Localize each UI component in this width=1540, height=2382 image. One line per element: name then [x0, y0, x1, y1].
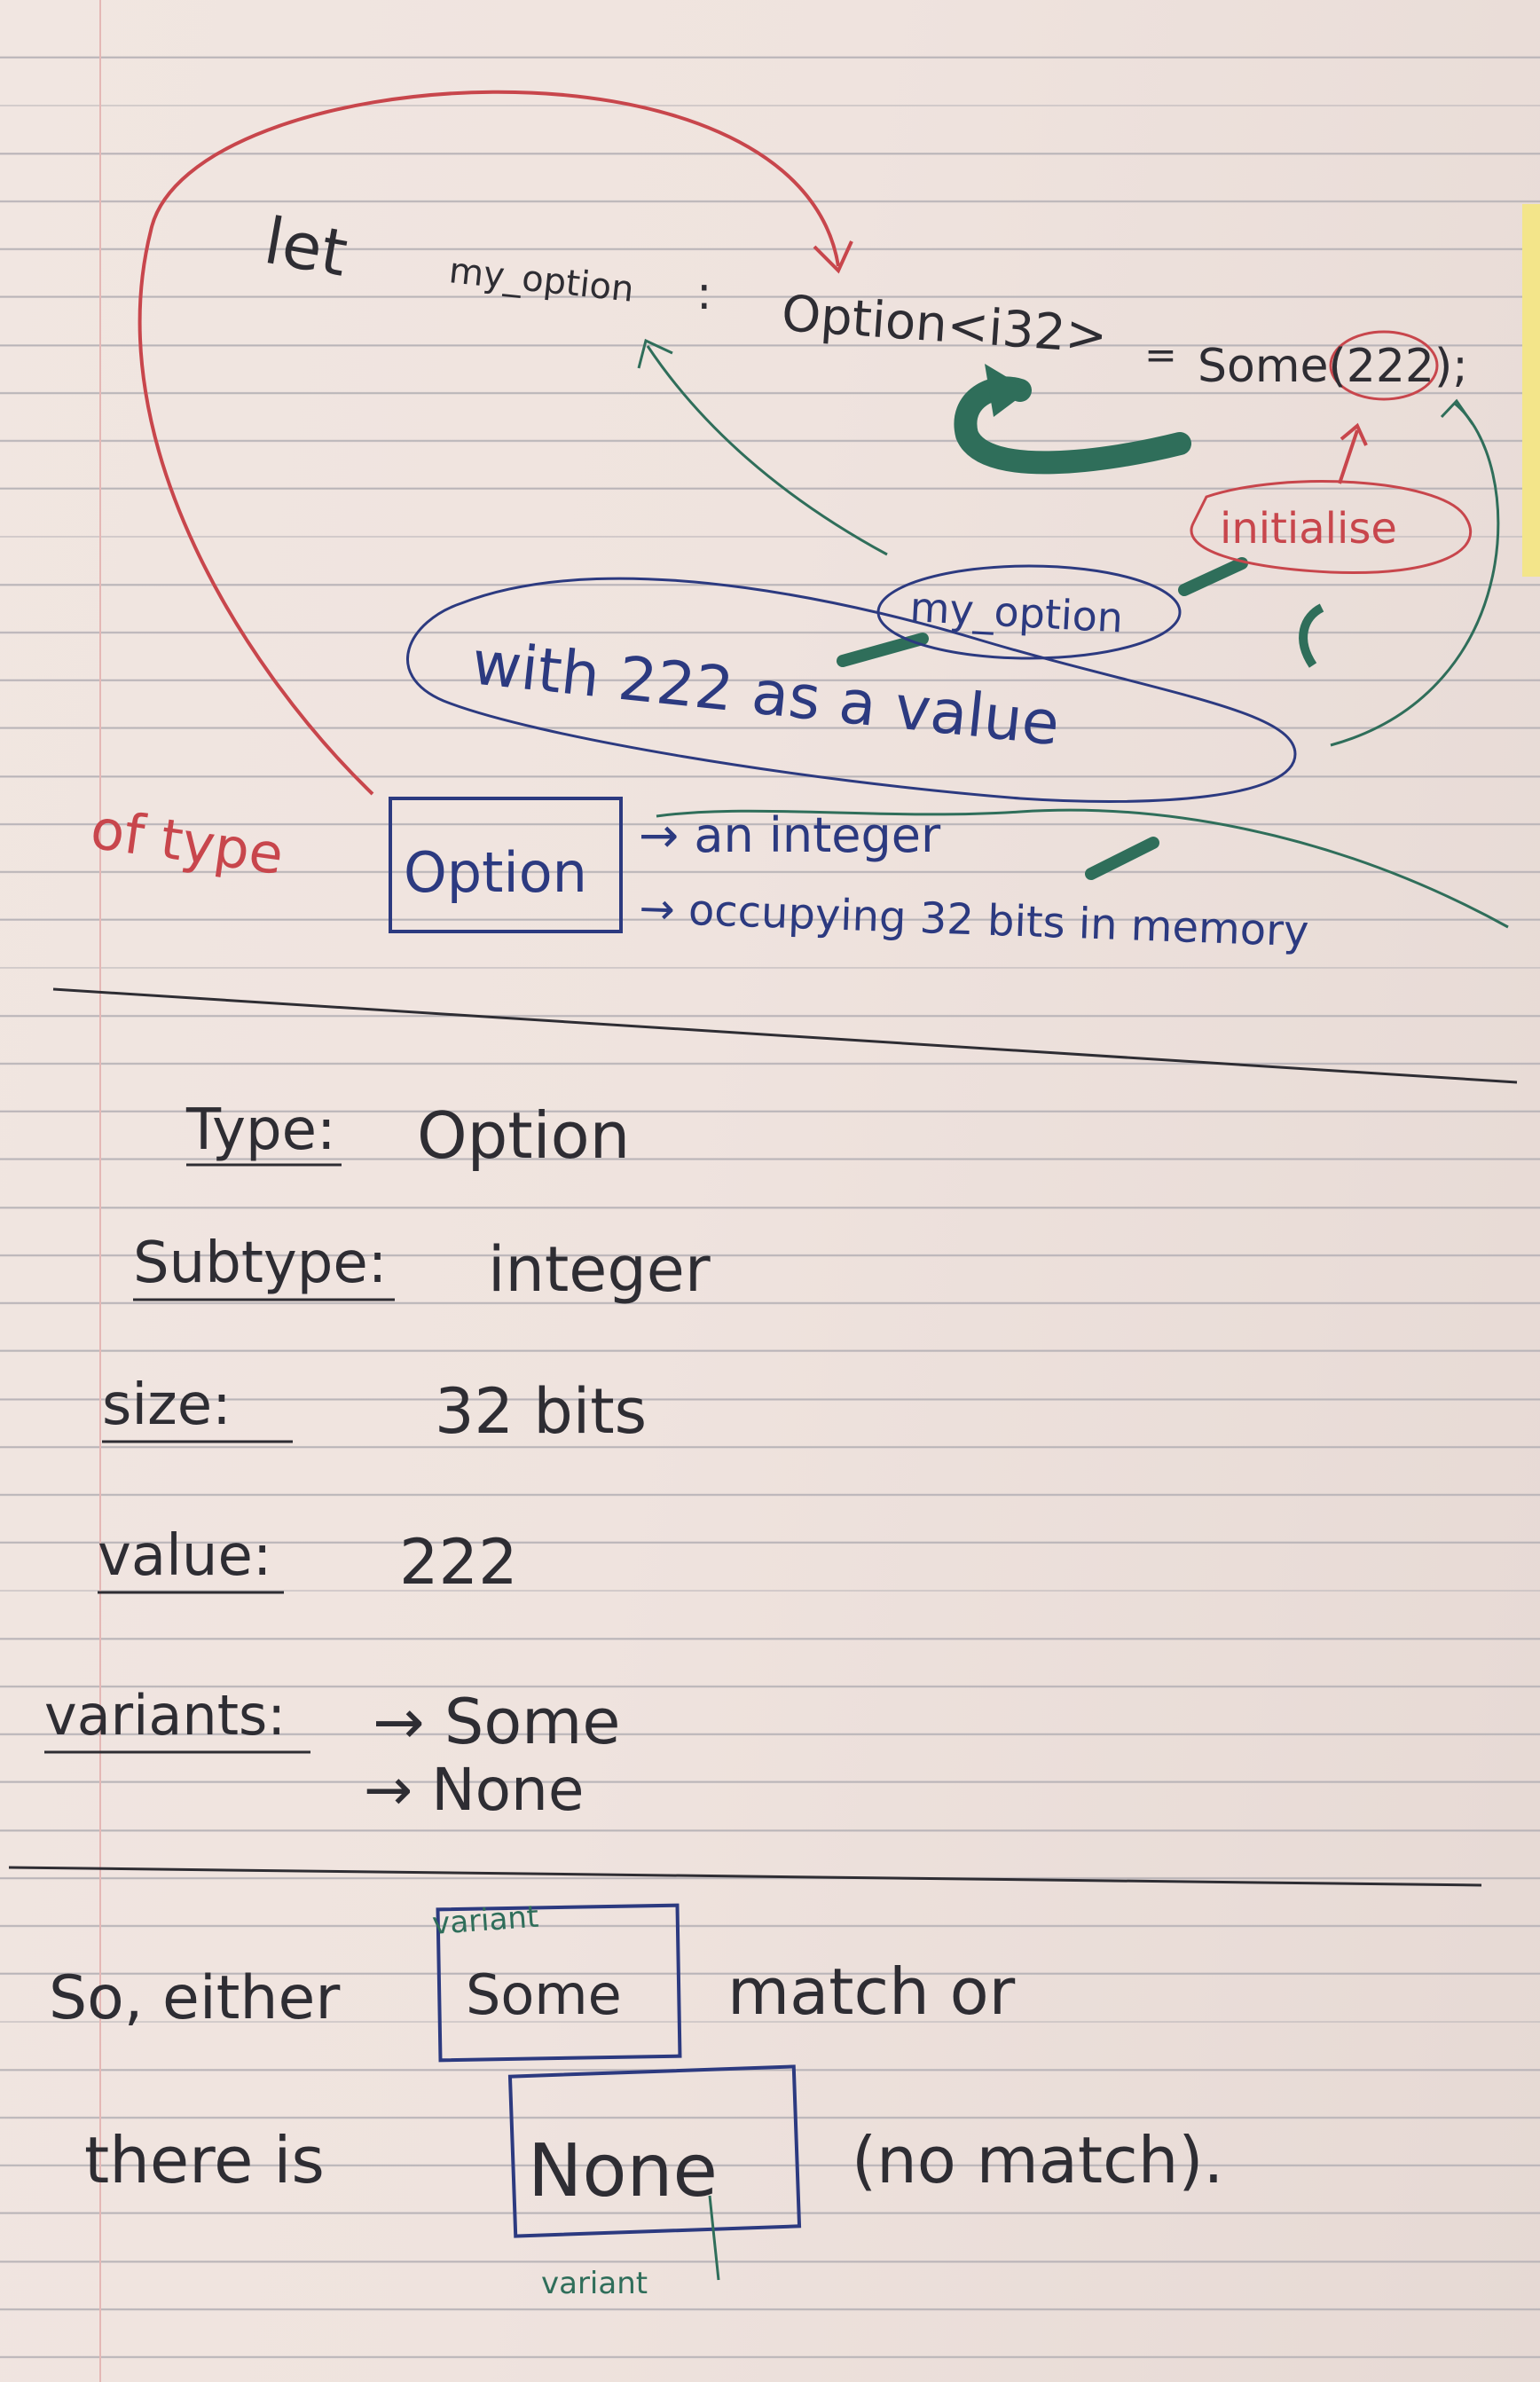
type-value: Option: [417, 1098, 630, 1173]
red-arrow-to-type: [138, 90, 840, 796]
size-value: 32 bits: [435, 1375, 647, 1448]
green-arrow-to-initialise: [1299, 603, 1324, 668]
green-arrowhead-name: [637, 338, 673, 369]
green-arrowhead-value: [1440, 398, 1474, 425]
equals-sign: =: [1144, 333, 1177, 378]
some-box-label: Some: [466, 1962, 622, 2027]
my-option-label: my_option: [908, 583, 1124, 642]
green-arrow-to-bubble: [1178, 557, 1248, 596]
some-box: [436, 1903, 682, 2063]
subtype-label: Subtype:: [133, 1230, 387, 1296]
divider-1: [52, 987, 1518, 1084]
green-arrow-to-with: [837, 633, 929, 667]
green-arrow-name: [646, 345, 888, 556]
integer-label: → an integer: [639, 807, 941, 863]
none-box: [507, 2064, 802, 2238]
subtype-value: integer: [488, 1233, 711, 1306]
red-arrow-initialise: [1338, 429, 1359, 484]
bubble-with-value: [406, 577, 1297, 803]
bubble-my-option: [876, 564, 1182, 660]
variants-label: variants:: [44, 1683, 286, 1748]
size-label: size:: [102, 1372, 232, 1438]
of-type-label: of type: [87, 797, 287, 888]
green-arrow-value: [1330, 402, 1500, 747]
some-tag: variant: [431, 1899, 540, 1942]
red-arrowhead-initialise: [1340, 422, 1368, 446]
occupying-label: → occupying 32 bits in memory: [639, 884, 1310, 956]
none-tag-pointer: [708, 2195, 720, 2281]
green-wave-line: [656, 808, 1509, 929]
keyword-let: let: [259, 203, 353, 291]
green-arrow-type: [954, 376, 1191, 475]
conclusion-line2-start: there is: [84, 2123, 325, 2197]
none-tag: variant: [541, 2266, 648, 2301]
with-value-label: with 222 as a value: [468, 628, 1063, 759]
none-box-label: None: [528, 2129, 718, 2213]
conclusion-line1-end: match or: [727, 1954, 1016, 2029]
option-box-label: Option: [404, 840, 587, 905]
value-label: value:: [98, 1523, 271, 1589]
variant-none: → None: [364, 1756, 584, 1824]
bubble-initialise: [1190, 480, 1473, 575]
initial-value: Some(222);: [1198, 340, 1468, 393]
value-value: 222: [399, 1526, 518, 1599]
page-margin-line: [99, 0, 101, 2382]
variable-name: my_option: [447, 250, 636, 311]
type-label: Type:: [185, 1097, 336, 1163]
type-colon: :: [696, 267, 712, 320]
value-circle: [1329, 330, 1439, 401]
conclusion-line2-end: (no match).: [852, 2123, 1223, 2197]
initialise-label: initialise: [1220, 504, 1397, 554]
option-box: [389, 797, 623, 933]
type-annotation: Option<i32>: [780, 285, 1109, 365]
divider-2: [8, 1866, 1482, 1887]
sticky-tab: [1522, 204, 1540, 577]
green-arrowhead-type: [985, 364, 1029, 417]
green-arrow-integer: [1085, 837, 1159, 880]
conclusion-line1-start: So, either: [49, 1963, 340, 2033]
red-arrowhead-type: [813, 240, 853, 274]
variant-some: → Some: [373, 1686, 620, 1758]
